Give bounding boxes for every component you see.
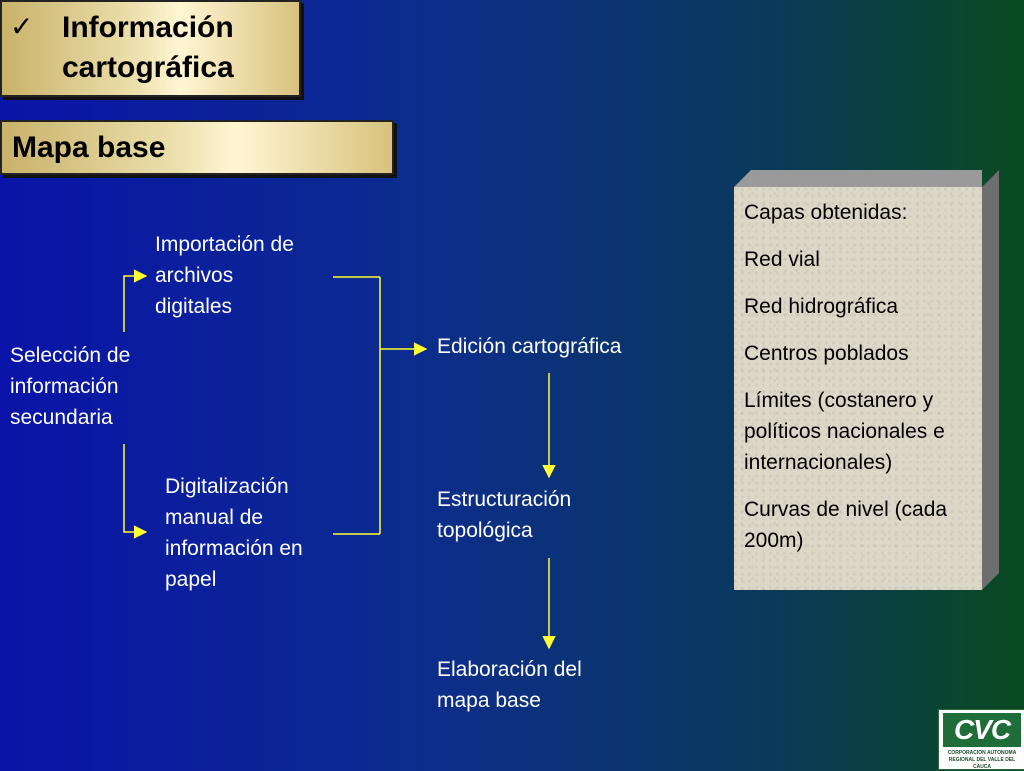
node-edicion: Edición cartográfica: [437, 335, 622, 358]
connector-to-digitalizacion: [123, 444, 148, 539]
panel-bevel-side: [982, 170, 999, 590]
checkmark-icon: ✓: [10, 11, 34, 42]
node-seleccion: Selección de información secundaria: [10, 344, 131, 429]
layer-item: Centros poblados: [744, 342, 909, 365]
title-banner: ✓ Información cartográfica: [0, 0, 301, 97]
panel-bevel-top: [734, 170, 982, 187]
node-estructuracion: Estructuración topológica: [437, 488, 572, 542]
layer-item: Red hidrográfica: [744, 295, 899, 318]
layers-panel: Capas obtenidas: Red vial Red hidrográfi…: [734, 170, 982, 590]
cvc-logo-mark: CVC: [943, 713, 1021, 747]
cvc-logo-caption: CORPORACION AUTONOMA REGIONAL DEL VALLE …: [947, 750, 1017, 770]
connector-to-importacion: [123, 269, 148, 332]
page-subtitle: Mapa base: [12, 131, 166, 164]
layer-item: Límites (costanero y políticos nacionale…: [744, 389, 945, 474]
subtitle-banner: Mapa base: [0, 120, 394, 175]
node-importacion: Importación de archivos digitales: [155, 233, 294, 318]
page-title: Información cartográfica: [62, 11, 234, 84]
layer-item: Red vial: [744, 248, 820, 271]
cvc-logo: CVC CORPORACION AUTONOMA REGIONAL DEL VA…: [938, 709, 1024, 770]
layers-content: Capas obtenidas: Red vial Red hidrográfi…: [744, 197, 976, 572]
node-elaboracion: Elaboración del mapa base: [437, 658, 582, 712]
node-digitalizacion: Digitalización manual de información en …: [165, 475, 303, 591]
layers-heading: Capas obtenidas:: [744, 201, 908, 224]
layer-item: Curvas de nivel (cada 200m): [744, 498, 948, 552]
